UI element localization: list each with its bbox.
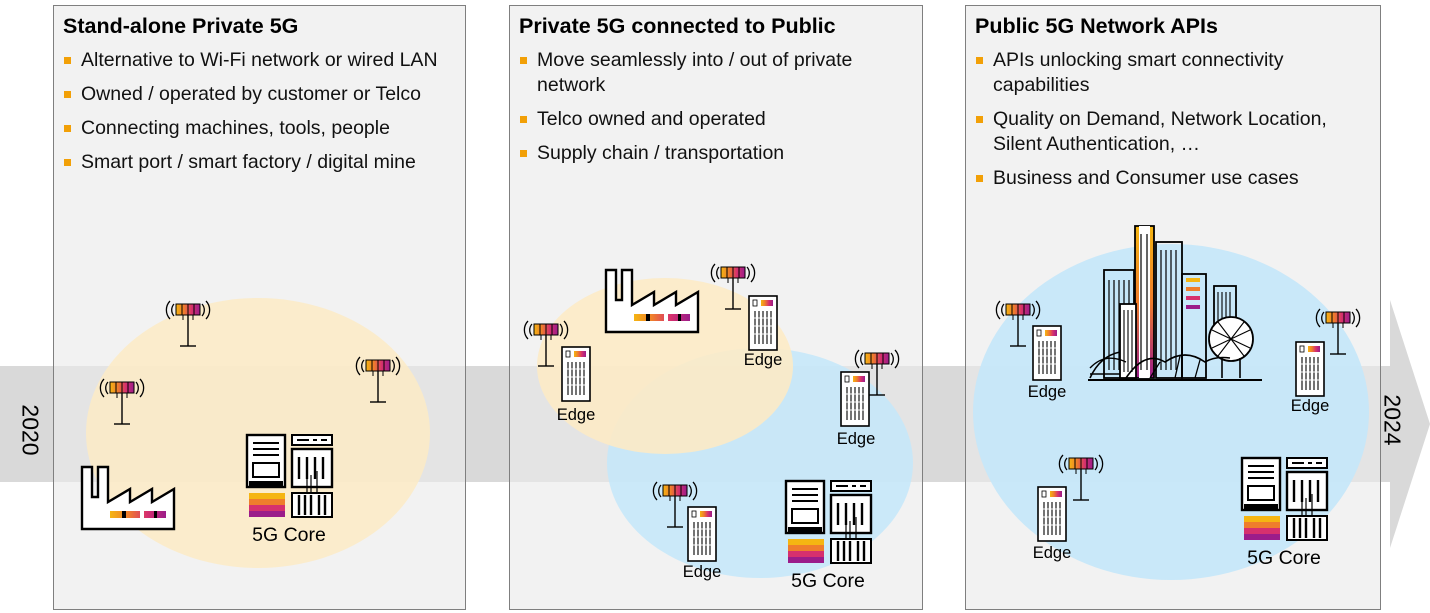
- bullet-text: Move seamlessly into / out of private ne…: [537, 49, 853, 96]
- core-label: 5G Core: [791, 570, 865, 592]
- edge-label: Edge: [682, 563, 722, 581]
- edge-server-icon: [1037, 486, 1067, 542]
- bullet-item: Quality on Demand, Network Location, Sil…: [976, 107, 1361, 157]
- bullet-item: Smart port / smart factory / digital min…: [64, 150, 438, 175]
- panel-title: Public 5G Network APIs: [975, 14, 1218, 38]
- edge-label: Edge: [1290, 397, 1330, 415]
- core-label: 5G Core: [1247, 547, 1321, 569]
- panel-title: Stand-alone Private 5G: [63, 14, 299, 38]
- core-label: 5G Core: [252, 524, 326, 546]
- edge-server-icon: [687, 506, 717, 562]
- bullet-marker-icon: [976, 57, 983, 64]
- bullet-text: Connecting machines, tools, people: [81, 117, 390, 139]
- edge-server-icon: [748, 295, 778, 351]
- edge-server-icon: [1032, 325, 1062, 381]
- bullet-text: Supply chain / transportation: [537, 142, 785, 164]
- bullet-marker-icon: [976, 116, 983, 123]
- bullet-text: Telco owned and operated: [537, 108, 766, 130]
- edge-label: Edge: [743, 351, 783, 369]
- bullet-text: Smart port / smart factory / digital min…: [81, 151, 416, 173]
- bullet-item: Alternative to Wi-Fi network or wired LA…: [64, 48, 438, 73]
- bullet-item: Connecting machines, tools, people: [64, 116, 438, 141]
- edge-server-icon: [1295, 341, 1325, 397]
- bullet-marker-icon: [520, 116, 527, 123]
- timeline-start-year: 2020: [17, 404, 44, 456]
- bullet-item: Move seamlessly into / out of private ne…: [520, 48, 880, 98]
- bullet-item: Telco owned and operated: [520, 107, 880, 132]
- bullet-item: Supply chain / transportation: [520, 141, 880, 166]
- bullet-marker-icon: [64, 159, 71, 166]
- timeline-end-year: 2024: [1379, 394, 1406, 446]
- bullet-list: APIs unlocking smart connectivity capabi…: [976, 48, 1361, 200]
- bullet-item: Owned / operated by customer or Telco: [64, 82, 438, 107]
- panel-title: Private 5G connected to Public: [519, 14, 836, 38]
- edge-label: Edge: [556, 406, 596, 424]
- bullet-text: Owned / operated by customer or Telco: [81, 83, 421, 105]
- bullet-marker-icon: [520, 57, 527, 64]
- private-zone: [537, 278, 793, 454]
- bullet-marker-icon: [64, 57, 71, 64]
- bullet-list: Move seamlessly into / out of private ne…: [520, 48, 880, 175]
- edge-server-icon: [561, 346, 591, 402]
- edge-label: Edge: [836, 430, 876, 448]
- bullet-text: Alternative to Wi-Fi network or wired LA…: [81, 49, 438, 71]
- edge-server-icon: [840, 371, 870, 427]
- bullet-item: APIs unlocking smart connectivity capabi…: [976, 48, 1361, 98]
- bullet-text: Business and Consumer use cases: [993, 167, 1299, 189]
- bullet-marker-icon: [64, 91, 71, 98]
- bullet-marker-icon: [520, 150, 527, 157]
- edge-label: Edge: [1027, 383, 1067, 401]
- bullet-list: Alternative to Wi-Fi network or wired LA…: [64, 48, 438, 184]
- bullet-text: Quality on Demand, Network Location, Sil…: [993, 108, 1327, 155]
- bullet-text: APIs unlocking smart connectivity capabi…: [993, 49, 1284, 96]
- bullet-marker-icon: [64, 125, 71, 132]
- bullet-item: Business and Consumer use cases: [976, 166, 1361, 191]
- bullet-marker-icon: [976, 175, 983, 182]
- edge-label: Edge: [1032, 544, 1072, 562]
- city-skyline-icon: [1088, 225, 1262, 381]
